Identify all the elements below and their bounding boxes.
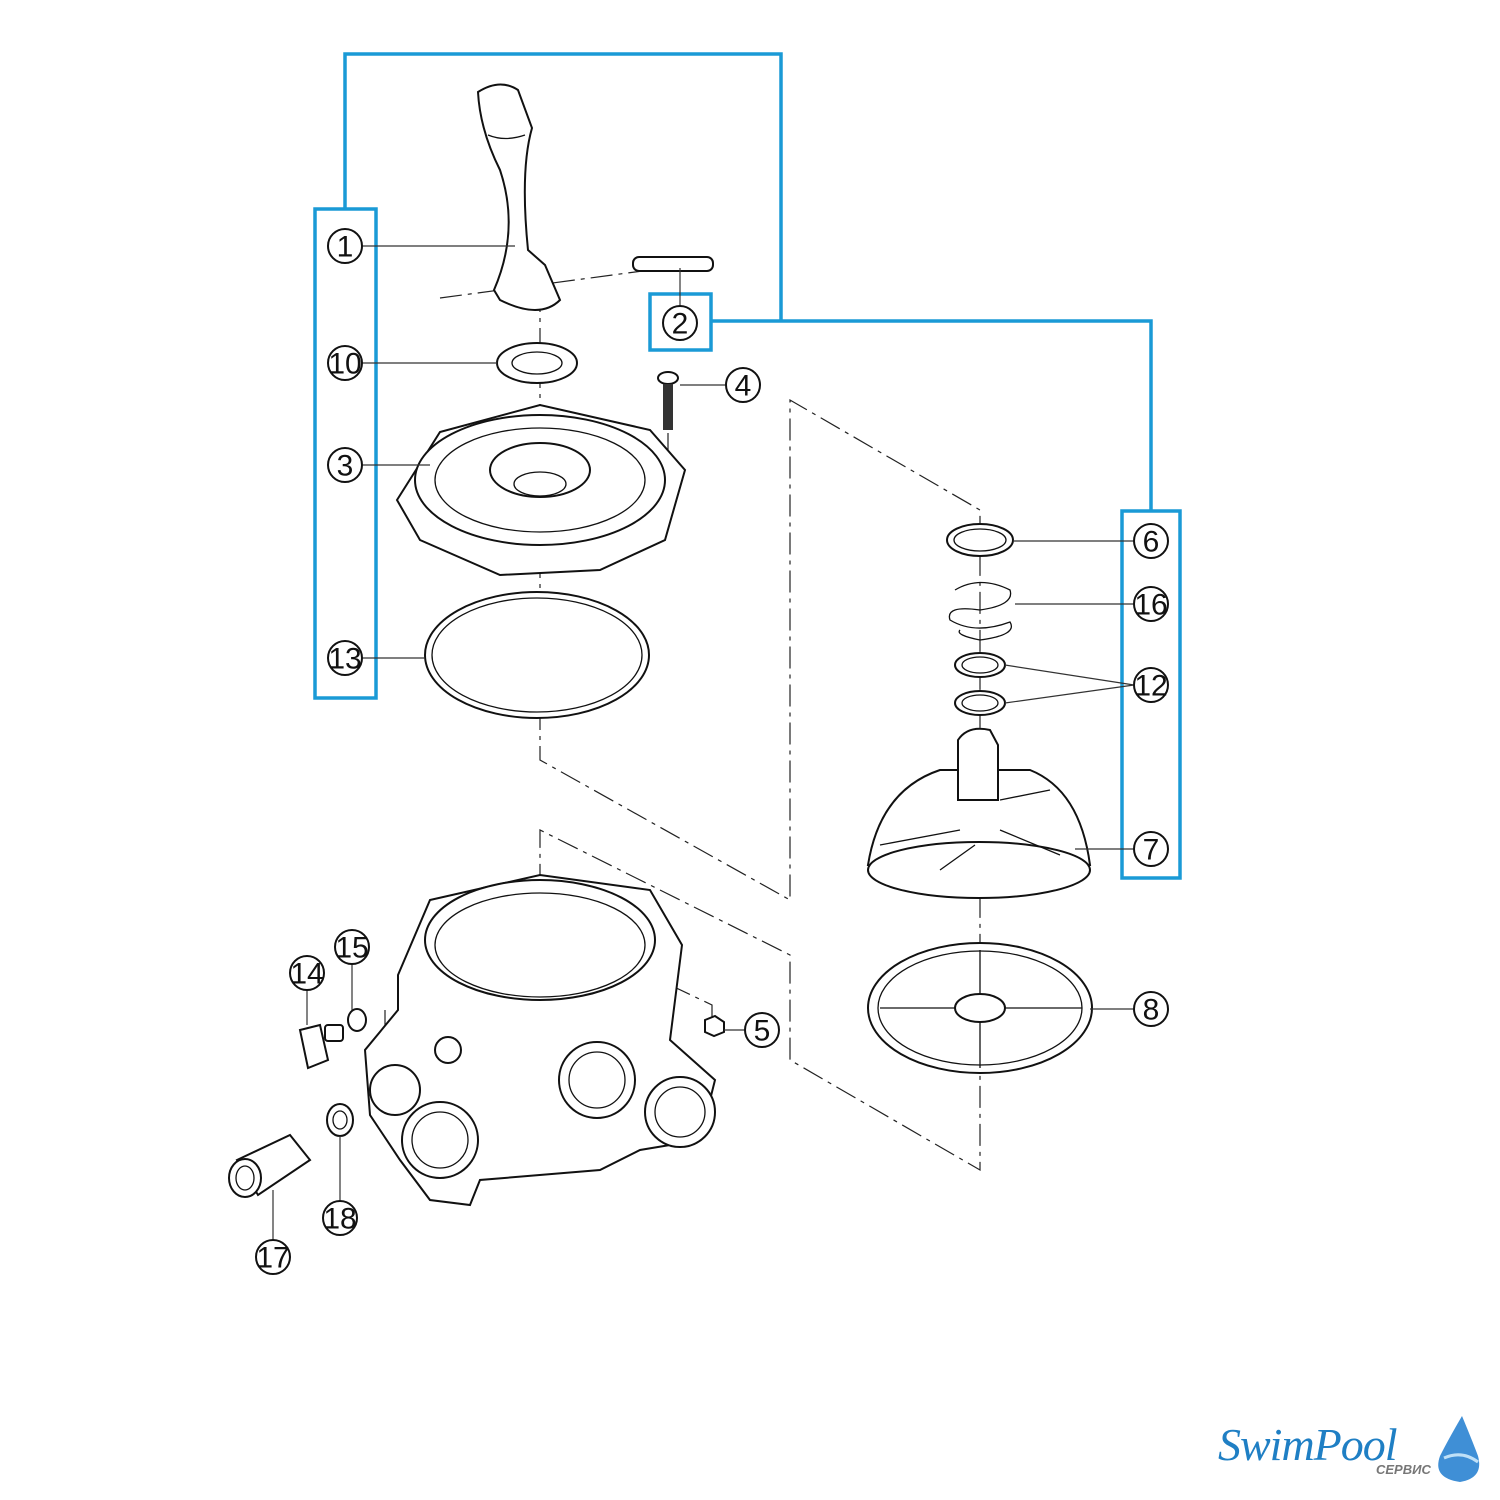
part-screw [657, 371, 679, 430]
swimpool-logo: SwimPool СЕРВИС [1218, 1418, 1488, 1488]
part-handle [476, 83, 562, 311]
svg-text:7: 7 [1143, 834, 1160, 867]
svg-text:4: 4 [735, 370, 752, 403]
part-valve-body [363, 873, 717, 1207]
part-oring-6 [946, 523, 1014, 557]
callout-10: 10 [327, 345, 363, 381]
callout-15: 15 [334, 929, 370, 965]
callout-5: 5 [744, 1012, 780, 1048]
part-washer [496, 342, 578, 384]
callout-16: 16 [1133, 586, 1169, 622]
leader-lines [272, 245, 1135, 1240]
water-drop-icon [1438, 1416, 1480, 1482]
part-nipple [228, 1133, 312, 1198]
part-orings-12 [954, 652, 1006, 716]
svg-text:6: 6 [1143, 526, 1160, 559]
callout-6: 6 [1133, 523, 1169, 559]
svg-text:8: 8 [1143, 994, 1160, 1027]
group-brackets [313, 52, 1182, 880]
logo-name: SwimPool [1218, 1419, 1398, 1470]
svg-text:14: 14 [290, 958, 323, 991]
part-oring-15 [347, 1008, 367, 1032]
callout-13: 13 [327, 640, 363, 676]
callout-1: 1 [327, 228, 363, 264]
part-nut [704, 1014, 725, 1038]
callout-12: 12 [1133, 667, 1169, 703]
callout-3: 3 [327, 447, 363, 483]
svg-text:3: 3 [337, 450, 354, 483]
svg-text:10: 10 [328, 348, 361, 381]
svg-text:2: 2 [672, 308, 689, 341]
svg-text:12: 12 [1134, 670, 1167, 703]
part-cover-oring [424, 591, 650, 719]
svg-text:17: 17 [256, 1242, 289, 1275]
svg-text:5: 5 [754, 1015, 771, 1048]
connector-top [343, 52, 783, 321]
svg-text:1: 1 [337, 231, 354, 264]
part-pin [632, 256, 714, 272]
part-drain-plug [298, 1023, 344, 1070]
svg-text:16: 16 [1134, 589, 1167, 622]
part-spring [948, 581, 1012, 641]
callout-17: 17 [255, 1239, 291, 1275]
callout-18: 18 [322, 1200, 358, 1236]
callout-7: 7 [1133, 831, 1169, 867]
callout-4: 4 [725, 367, 761, 403]
svg-text:13: 13 [328, 643, 361, 676]
part-washer-18 [326, 1103, 354, 1137]
part-gasket [867, 942, 1093, 1074]
svg-text:15: 15 [335, 932, 368, 965]
part-rotor [866, 727, 1092, 899]
logo-subtitle: СЕРВИС [1376, 1462, 1431, 1477]
callout-8: 8 [1133, 991, 1169, 1027]
callout-2: 2 [662, 305, 698, 341]
connector-right [711, 319, 1153, 511]
part-cover [395, 403, 687, 577]
svg-text:18: 18 [323, 1203, 356, 1236]
callout-14: 14 [289, 955, 325, 991]
callouts: 1 2 3 4 5 6 7 8 10 12 13 14 15 16 17 18 [255, 228, 1169, 1275]
